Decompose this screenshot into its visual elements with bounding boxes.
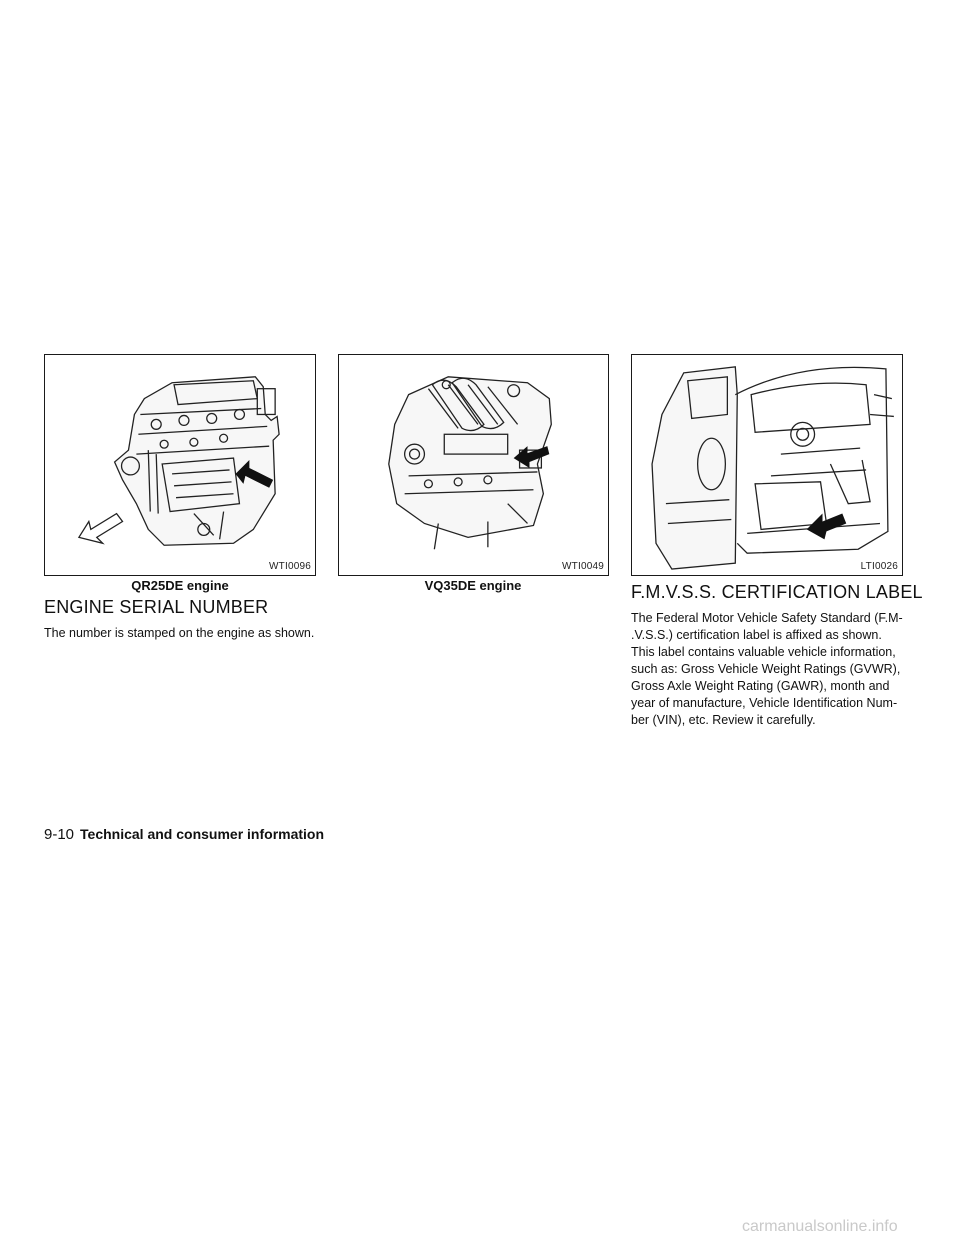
- fmvss-body-line: year of manufacture, Vehicle Identificat…: [631, 696, 898, 710]
- page-number: 9-10: [44, 826, 75, 843]
- vq35de-engine-illustration: [388, 376, 552, 550]
- fmvss-body-line: The Federal Motor Vehicle Safety Standar…: [631, 611, 903, 625]
- page-footer: 9-10 Technical and consumer information: [44, 826, 324, 843]
- watermark: carmanualsonline.info: [742, 1218, 898, 1235]
- figure-certification-label-location: LTI0026: [631, 354, 903, 576]
- figure-caption-vq35de: VQ35DE engine: [424, 578, 522, 593]
- engine-serial-number-heading: ENGINE SERIAL NUMBER: [44, 597, 269, 617]
- figure-caption-qr25de: QR25DE engine: [131, 578, 229, 593]
- figure-code: LTI0026: [860, 561, 898, 572]
- figure-qr25de-engine: WTI0096: [44, 354, 316, 576]
- door-opening-illustration: [651, 366, 894, 570]
- figure-vq35de-engine: WTI0049: [338, 354, 609, 576]
- fmvss-body-line: This label contains valuable vehicle inf…: [631, 645, 896, 659]
- fmvss-body-line: such as: Gross Vehicle Weight Ratings (G…: [631, 662, 901, 676]
- fmvss-body-line: Gross Axle Weight Rating (GAWR), month a…: [631, 679, 890, 693]
- engine-serial-number-body: The number is stamped on the engine as s…: [44, 626, 315, 640]
- section-title: Technical and consumer information: [80, 826, 325, 842]
- fmvss-body-line: ber (VIN), etc. Review it carefully.: [631, 713, 816, 727]
- figure-code: WTI0049: [562, 561, 604, 572]
- fmvss-body-line: .V.S.S.) certification label is affixed …: [631, 628, 882, 642]
- fmvss-certification-heading: F.M.V.S.S. CERTIFICATION LABEL: [631, 582, 923, 602]
- fmvss-certification-body: The Federal Motor Vehicle Safety Standar…: [631, 610, 903, 729]
- figure-code: WTI0096: [269, 561, 311, 572]
- qr25de-engine-illustration: [77, 376, 280, 546]
